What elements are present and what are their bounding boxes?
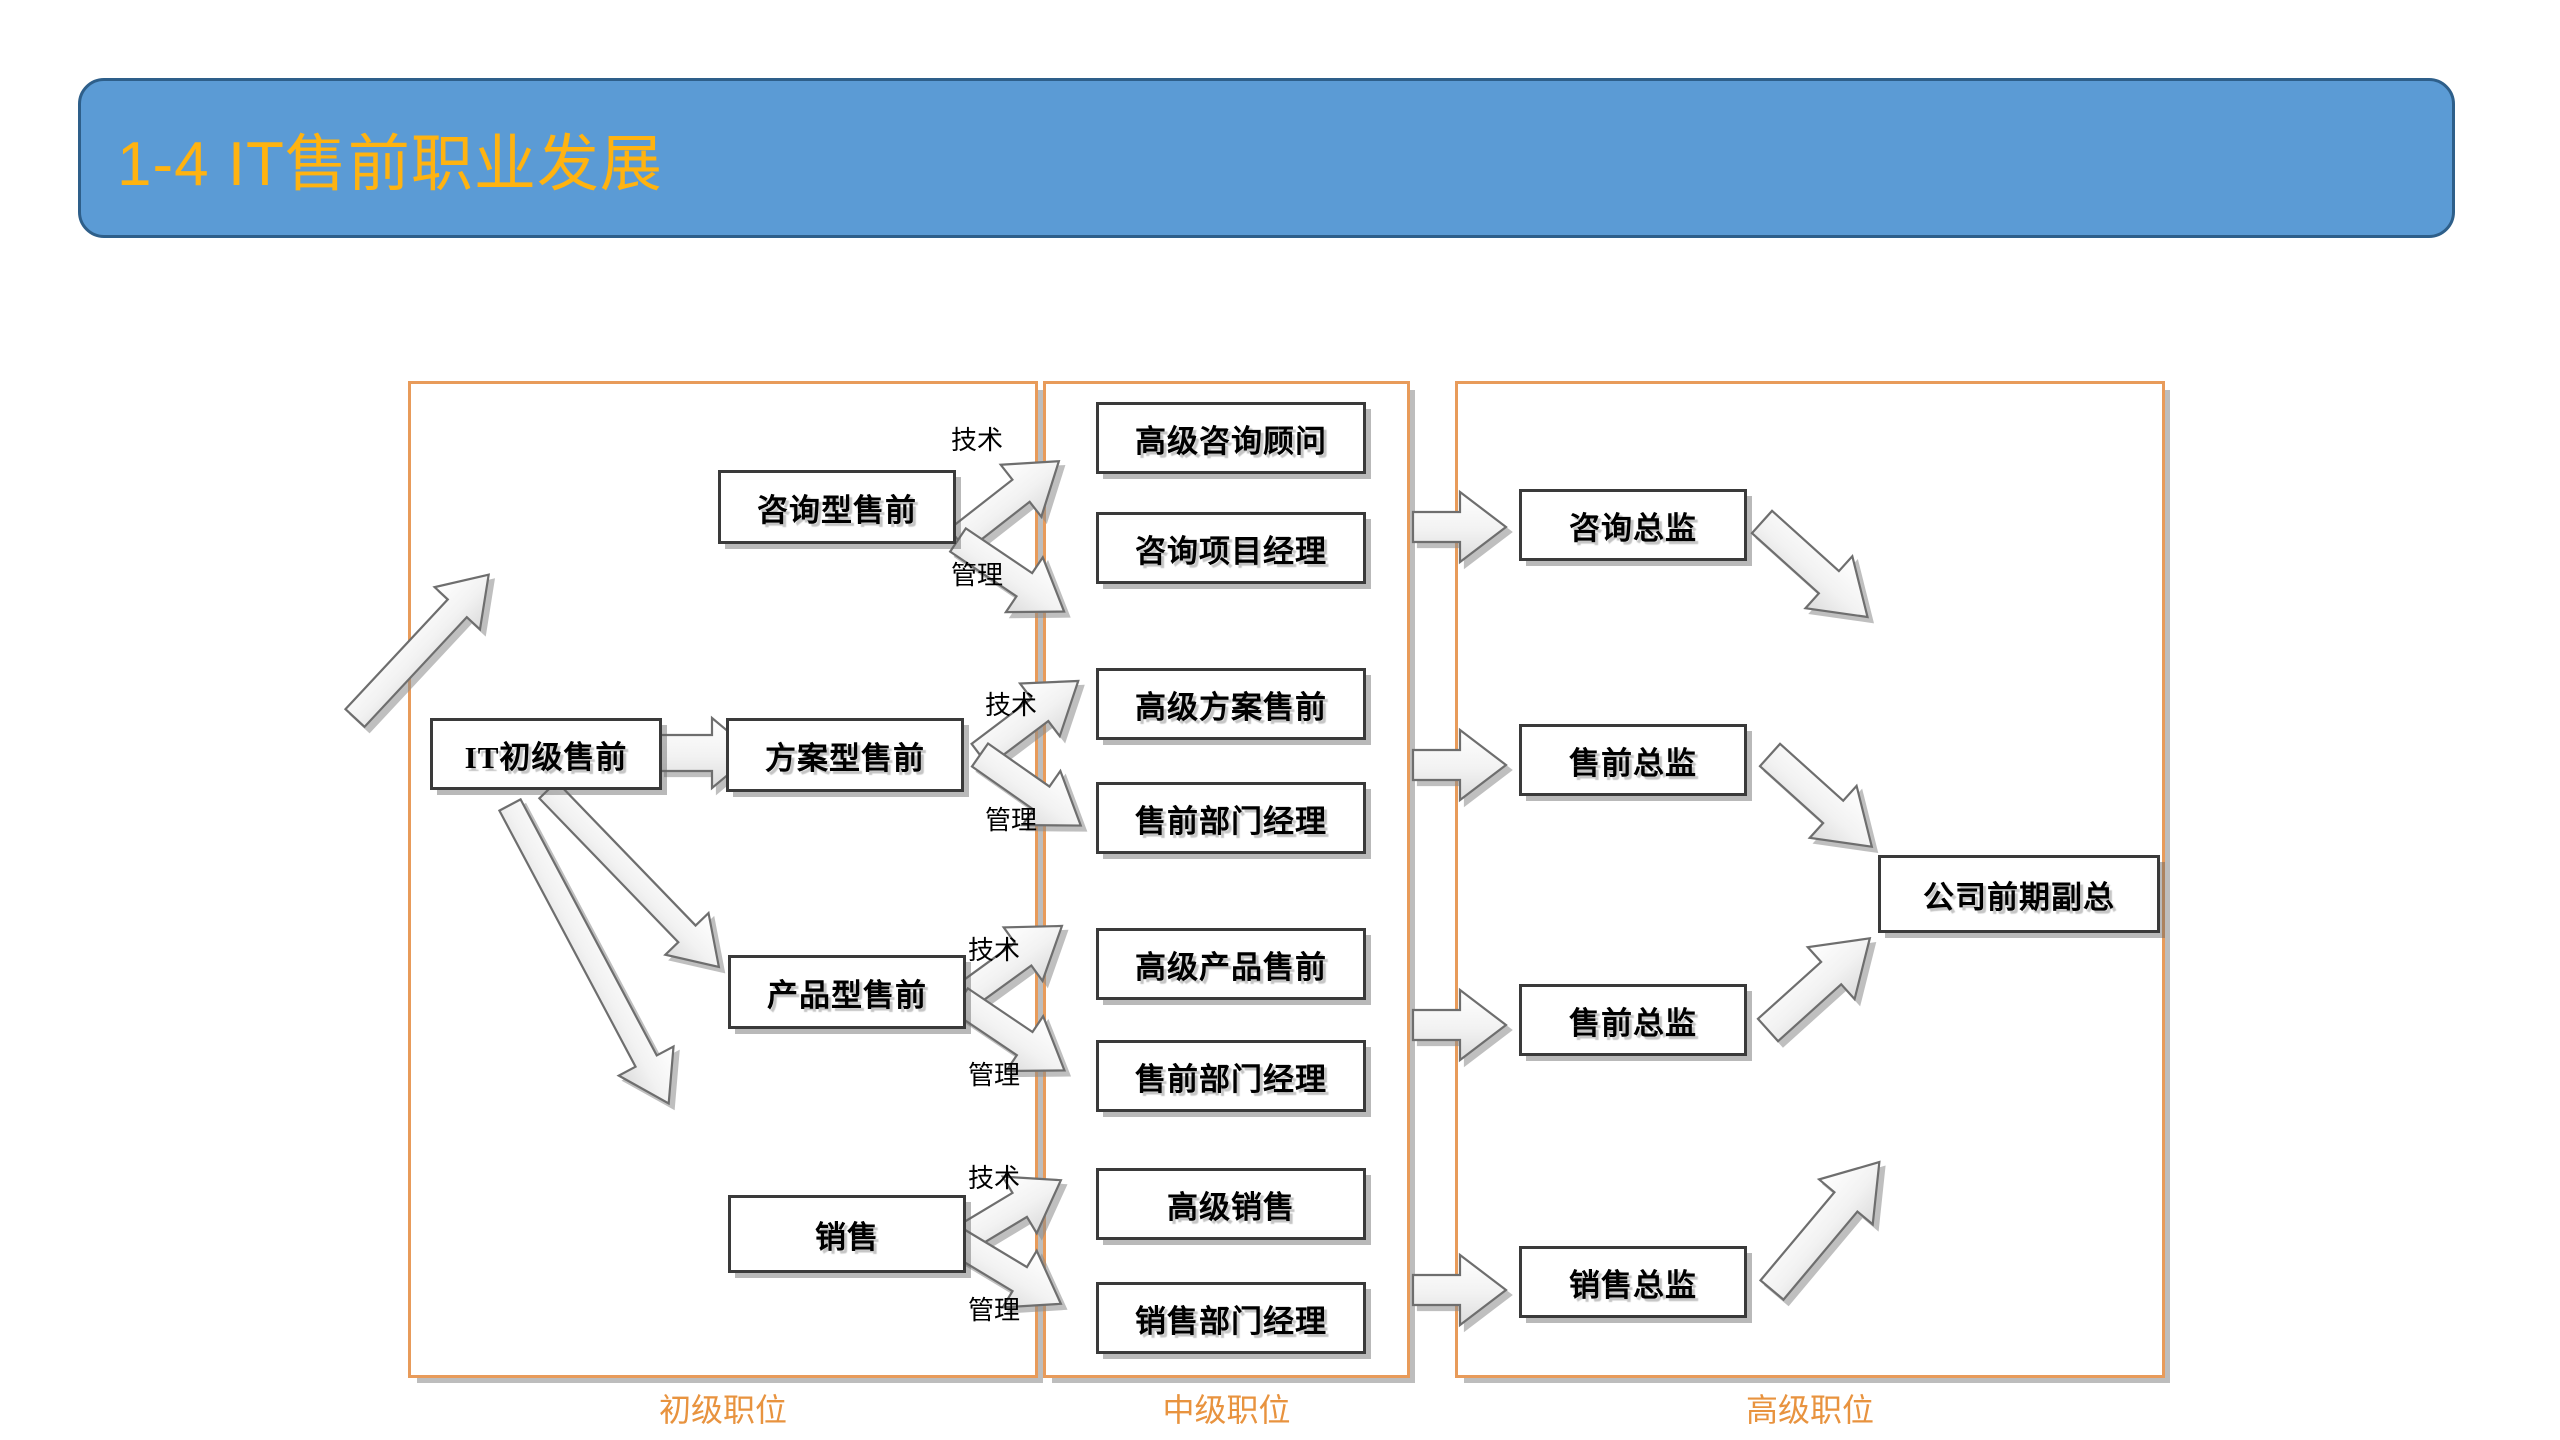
- node-vp[interactable]: 公司前期副总: [1878, 855, 2160, 933]
- node-sales-dept-mgr-label: 销售部门经理: [1135, 1303, 1327, 1339]
- node-product[interactable]: 产品型售前: [728, 955, 966, 1029]
- edge-label-tech-4: 技术: [968, 1164, 1021, 1193]
- node-presales-mgr-1[interactable]: 售前部门经理: [1096, 782, 1366, 854]
- node-sales-director-label: 销售总监: [1569, 1267, 1697, 1303]
- node-presales-director-1[interactable]: 售前总监: [1519, 724, 1747, 796]
- node-sales-label: 销售: [815, 1219, 879, 1255]
- group-box-junior: [408, 381, 1038, 1378]
- node-consult-director-label: 咨询总监: [1569, 510, 1697, 546]
- node-sales[interactable]: 销售: [728, 1195, 966, 1273]
- node-presales-mgr-2-label: 售前部门经理: [1135, 1061, 1327, 1097]
- slide-title-banner: 1-4 IT售前职业发展: [78, 78, 2455, 238]
- node-senior-product[interactable]: 高级产品售前: [1096, 928, 1366, 1000]
- node-senior-solution-label: 高级方案售前: [1135, 689, 1327, 725]
- edge-label-tech-2: 技术: [985, 691, 1038, 720]
- node-presales-mgr-2[interactable]: 售前部门经理: [1096, 1040, 1366, 1112]
- node-consult-director[interactable]: 咨询总监: [1519, 489, 1747, 561]
- edge-label-mgmt-4: 管理: [968, 1296, 1021, 1325]
- node-presales-director-2[interactable]: 售前总监: [1519, 984, 1747, 1056]
- node-senior-sales-label: 高级销售: [1167, 1189, 1295, 1225]
- edge-label-tech-3: 技术: [968, 936, 1021, 965]
- page-title: 1-4 IT售前职业发展: [117, 130, 663, 199]
- group-box-middle: [1043, 381, 1410, 1378]
- edge-label-mgmt-3: 管理: [968, 1061, 1021, 1090]
- group-box-senior: [1455, 381, 2165, 1378]
- edge-label-tech-1: 技术: [951, 426, 1004, 455]
- node-senior-consultant[interactable]: 高级咨询顾问: [1096, 402, 1366, 474]
- node-senior-product-label: 高级产品售前: [1135, 949, 1327, 985]
- node-consult[interactable]: 咨询型售前: [718, 470, 956, 544]
- tier-caption-senior: 高级职位: [1745, 1392, 1874, 1428]
- node-senior-sales[interactable]: 高级销售: [1096, 1168, 1366, 1240]
- node-sales-dept-mgr[interactable]: 销售部门经理: [1096, 1282, 1366, 1354]
- node-senior-solution[interactable]: 高级方案售前: [1096, 668, 1366, 740]
- node-senior-consultant-label: 高级咨询顾问: [1135, 423, 1327, 459]
- node-solution-label: 方案型售前: [765, 740, 925, 776]
- node-sales-director[interactable]: 销售总监: [1519, 1246, 1747, 1318]
- node-solution[interactable]: 方案型售前: [726, 718, 964, 792]
- node-product-label: 产品型售前: [767, 977, 927, 1013]
- node-consult-label: 咨询型售前: [757, 492, 917, 528]
- node-entry-label: IT初级售前: [464, 739, 628, 775]
- node-presales-mgr-1-label: 售前部门经理: [1135, 803, 1327, 839]
- edge-label-mgmt-1: 管理: [951, 561, 1004, 590]
- edge-label-mgmt-2: 管理: [985, 806, 1038, 835]
- node-consult-pm[interactable]: 咨询项目经理: [1096, 512, 1366, 584]
- node-vp-label: 公司前期副总: [1923, 879, 2115, 915]
- tier-caption-middle: 中级职位: [1162, 1392, 1291, 1428]
- tier-caption-junior: 初级职位: [658, 1392, 787, 1428]
- node-presales-director-1-label: 售前总监: [1569, 745, 1697, 781]
- node-entry[interactable]: IT初级售前: [430, 718, 662, 790]
- node-presales-director-2-label: 售前总监: [1569, 1005, 1697, 1041]
- node-consult-pm-label: 咨询项目经理: [1135, 533, 1327, 569]
